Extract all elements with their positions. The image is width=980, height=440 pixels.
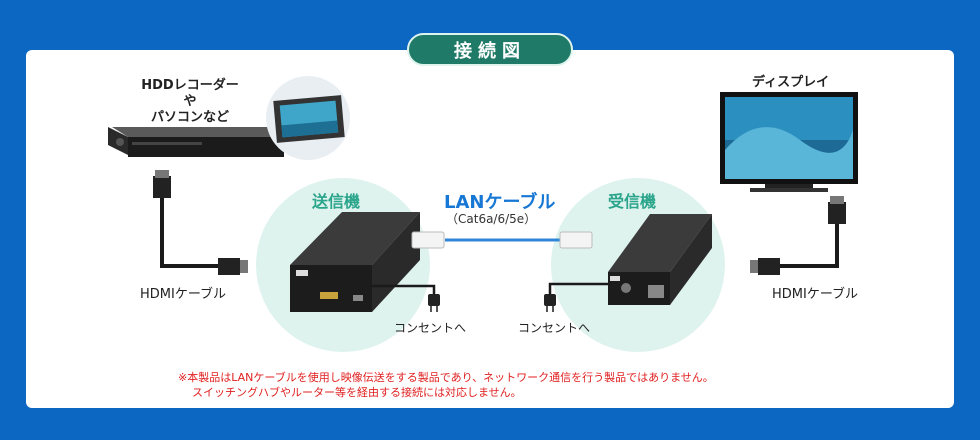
- display-icon: [720, 92, 858, 192]
- caution-note-line2: スイッチングハブやルーター等を経由する接続には対応しません。: [192, 386, 522, 399]
- display-label: ディスプレイ: [752, 75, 830, 90]
- transmitter-device-icon: [290, 212, 420, 312]
- hdmi-cable-right-label: HDMIケーブル: [772, 287, 859, 302]
- lan-cable-title: LANケーブル: [444, 192, 556, 213]
- caution-note-line1: ※本製品はLANケーブルを使用し映像伝送をする製品であり、ネットワーク通信を行う…: [178, 371, 714, 384]
- hdmi-cable-right: [750, 196, 846, 275]
- video-thumbnail-icon: [266, 76, 350, 160]
- diagram-title: 接続図: [407, 33, 573, 66]
- lan-cable-subtitle: （Cat6a/6/5e）: [446, 212, 537, 226]
- receiver-label: 受信機: [608, 192, 657, 211]
- outlet-right-label: コンセントへ: [518, 321, 591, 335]
- receiver-device-icon: [608, 214, 712, 305]
- power-cord-right: [544, 282, 612, 312]
- source-label-line2: パソコンなど: [150, 110, 229, 125]
- transmitter-label: 送信機: [312, 192, 361, 211]
- caution-note: ※本製品はLANケーブルを使用し映像伝送をする製品であり、ネットワーク通信を行う…: [178, 370, 714, 400]
- hdmi-cable-left-label: HDMIケーブル: [140, 287, 227, 302]
- lan-cable: [411, 231, 593, 249]
- hdd-recorder-icon: [108, 127, 284, 157]
- outlet-left-label: コンセントへ: [394, 321, 467, 335]
- hdmi-cable-left: [153, 170, 248, 275]
- power-cord-left: [370, 284, 440, 312]
- source-label: HDDレコーダーや パソコンなど: [135, 78, 245, 126]
- source-label-line1: HDDレコーダーや: [141, 78, 239, 109]
